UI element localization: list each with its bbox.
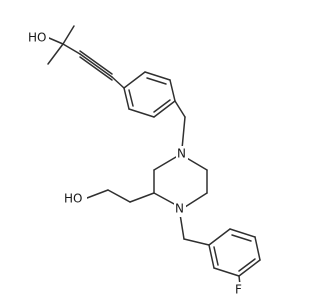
- bonds: [47, 25, 261, 286]
- bond-oh-to-quaternary-carbon: [48, 37, 64, 45]
- bond-alkyne-to-benzene: [111, 76, 125, 89]
- atom-labels: HO N N HO F: [27, 30, 246, 298]
- piperazine-bond-upper-left: [153, 156, 177, 171]
- fluorine-label: F: [235, 283, 242, 297]
- bond-nitrogen-to-fluorobenzyl-ch2: [179, 213, 185, 240]
- fluorobenzene-ring-bond-4: [238, 259, 261, 277]
- nitrogen-upper-label-bg: [176, 146, 188, 162]
- hydroxyl-left-label-bg: [63, 191, 87, 207]
- fluorobenzene-ring-bond-1: [208, 228, 231, 246]
- bond-fluorobenzyl-ch2-to-ring: [183, 238, 210, 246]
- benzene-ring-bond-5: [128, 108, 155, 118]
- fluorobenzene-double-bond-inner-3: [213, 246, 219, 266]
- nitrogen-upper-label: N: [177, 147, 186, 161]
- fluorobenzene-ring-bond-3: [254, 236, 261, 261]
- hydroxyl-top-label-bg: [27, 30, 49, 46]
- nitrogen-lower-label-bg: [174, 201, 186, 217]
- bond-quaternary-carbon-to-alkyne: [62, 43, 81, 55]
- bond-quaternary-carbon-methyl-down: [47, 43, 64, 65]
- molecule-structure-diagram: HO N N HO F: [27, 25, 261, 298]
- bond-benzyl-ch2-to-nitrogen: [181, 116, 186, 150]
- alkyne-bond-2: [79, 53, 113, 78]
- hydroxyl-top-label: HO: [28, 31, 46, 45]
- benzene-double-bond-inner-2: [153, 99, 171, 113]
- bond-benzene-to-benzyl-ch2: [174, 100, 186, 118]
- piperazine-bond-lower-left: [153, 192, 177, 206]
- hydroxyl-left-label: HO: [64, 192, 82, 206]
- benzene-ring-bond-3: [169, 79, 176, 102]
- bond-ethyl-carbon-2-to-oh: [86, 189, 109, 199]
- benzene-ring-bond-2: [144, 71, 171, 81]
- bond-ethyl-carbon-1-to-carbon-2: [107, 189, 131, 203]
- bond-quaternary-carbon-methyl-up: [62, 25, 75, 45]
- fluorobenzene-double-bond-inner-2: [238, 258, 256, 272]
- alkyne-bond-3: [79, 56, 113, 81]
- benzene-ring-bond-6: [123, 87, 130, 110]
- bond-piperazine-to-ethyl-carbon-1: [129, 192, 155, 203]
- alkyne-bond-1: [79, 50, 113, 75]
- fluorine-label-bg: [234, 282, 246, 298]
- piperazine-bond-lower-right: [184, 192, 208, 208]
- fluorobenzene-double-bond-inner-1: [231, 234, 252, 242]
- benzene-double-bond-inner-1: [146, 77, 167, 85]
- nitrogen-lower-label: N: [175, 202, 184, 216]
- benzene-ring-bond-1: [123, 71, 146, 89]
- piperazine-bond-upper-right: [184, 156, 208, 171]
- fluorobenzene-ring-bond-2: [229, 228, 256, 238]
- benzene-ring-bond-4: [153, 100, 176, 118]
- fluorobenzene-ring-bond-5: [213, 267, 240, 277]
- benzene-double-bond-inner-3: [128, 89, 134, 107]
- fluorobenzene-ring-bond-6: [208, 244, 215, 269]
